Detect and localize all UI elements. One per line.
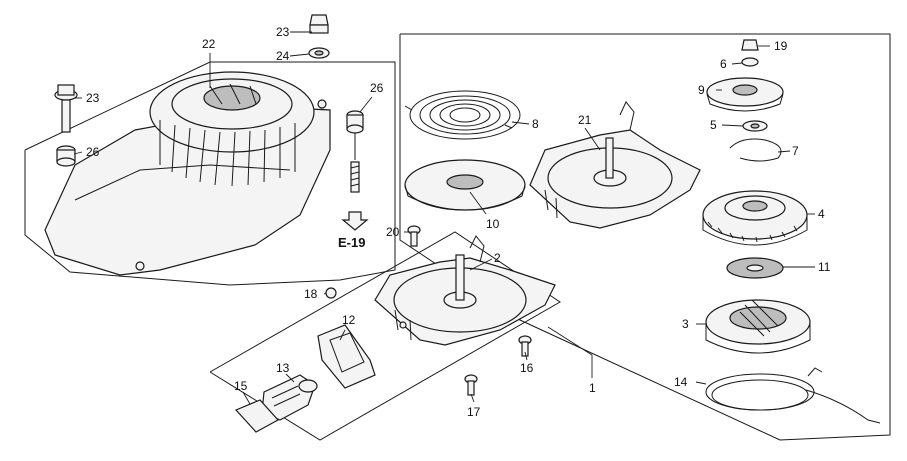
small-bolts [325, 225, 532, 396]
callout-10: 10 [486, 217, 500, 231]
callout-labels: 23 24 22 23 26 26 8 21 10 20 2 18 12 13 … [86, 25, 831, 419]
collar-left [56, 145, 76, 167]
starter-case-upper [529, 101, 701, 229]
callout-12: 12 [342, 313, 356, 327]
callout-21: 21 [578, 113, 592, 127]
callout-13: 13 [276, 361, 290, 375]
ratchet-cover-stack [706, 39, 784, 162]
callout-17: 17 [467, 405, 481, 419]
callout-9: 9 [698, 83, 705, 97]
callout-26-right: 26 [370, 81, 384, 95]
callout-11: 11 [818, 260, 831, 274]
callout-16: 16 [520, 361, 534, 375]
callout-3: 3 [682, 317, 689, 331]
starter-case-lower [374, 235, 556, 346]
reference-e19: E-19 [338, 235, 365, 250]
callout-14: 14 [674, 375, 688, 389]
callout-7: 7 [792, 144, 799, 158]
starter-rope [705, 367, 881, 424]
callout-22: 22 [202, 37, 216, 51]
callout-26-left: 26 [86, 145, 100, 159]
callout-25: 24 [276, 49, 290, 63]
spring-case [404, 159, 526, 211]
callout-2: 2 [494, 251, 501, 265]
reference-arrow [341, 211, 369, 231]
flange-bolt [54, 84, 78, 133]
fan-cover [44, 71, 331, 276]
callout-19: 19 [774, 39, 788, 53]
callout-8: 8 [532, 117, 539, 131]
leader-lines [73, 31, 815, 405]
callout-24: 23 [276, 25, 290, 39]
nut-and-washer-stack [308, 14, 330, 59]
callout-20: 20 [386, 225, 400, 239]
collar-and-stud [346, 110, 364, 193]
callout-15: 15 [234, 379, 248, 393]
callout-6: 6 [720, 57, 727, 71]
callout-23: 23 [86, 91, 100, 105]
ratchet-pulley [702, 190, 808, 246]
callout-1: 1 [589, 381, 596, 395]
callout-4: 4 [818, 207, 825, 221]
starter-reel [705, 299, 811, 354]
callout-18: 18 [304, 287, 318, 301]
callout-5: 5 [710, 118, 717, 132]
rope-guide [317, 324, 376, 389]
grip-insert [234, 399, 279, 433]
friction-washer [726, 257, 784, 279]
recoil-spring [404, 90, 521, 140]
